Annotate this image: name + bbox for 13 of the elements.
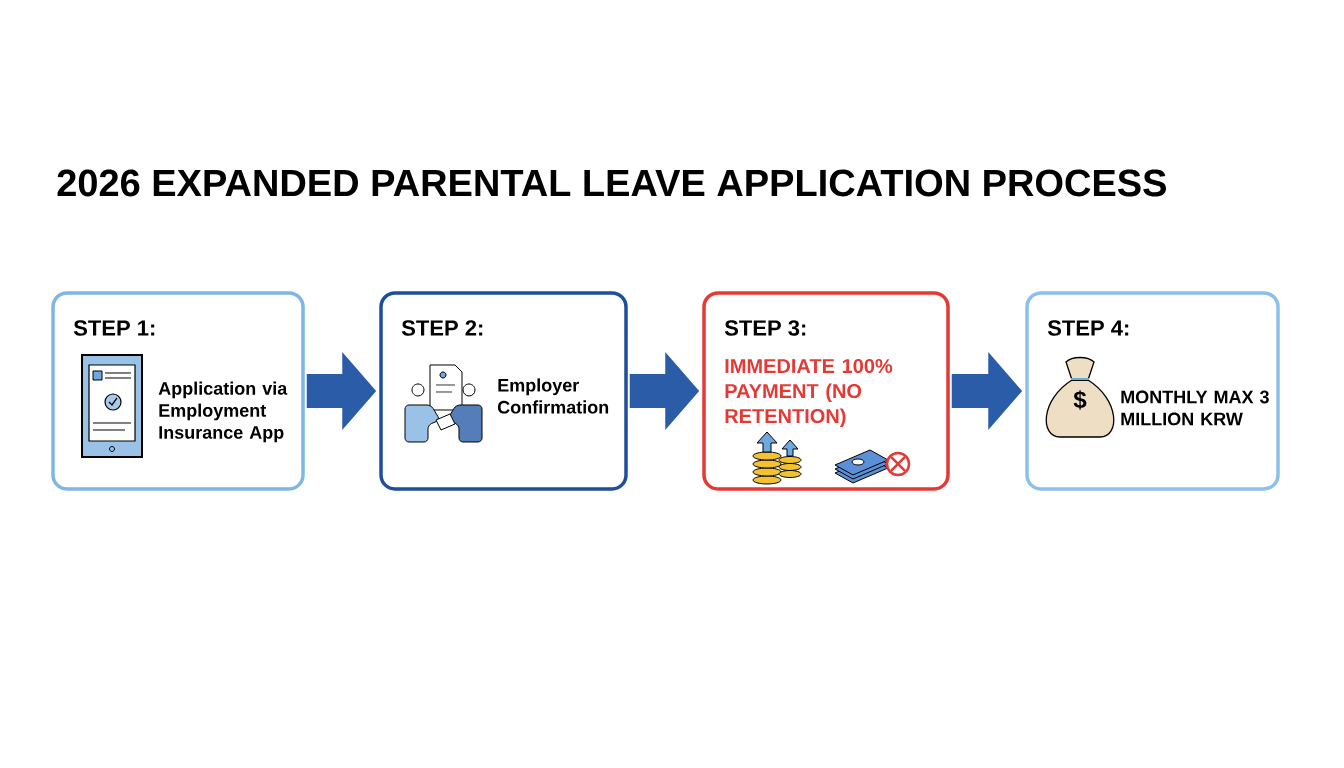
step-heading: STEP 3:: [724, 320, 806, 336]
step-box: [1025, 291, 1280, 491]
step-text: MONTHLY MAX 3 MILLION KRW: [1121, 390, 1269, 426]
step-box: [379, 291, 628, 491]
step-text: Application via Employment Insurance App: [158, 381, 288, 443]
step-heading: STEP 4:: [1047, 320, 1129, 336]
step-box: [702, 291, 950, 491]
title: 2026 EXPANDED PARENTAL LEAVE APPLICATION PROCESS: [57, 169, 1166, 197]
dollar-sign: $: [1073, 390, 1087, 410]
step-heading: STEP 1:: [73, 320, 155, 336]
step-text: IMMEDIATE 100% PAYMENT (NO RETENTION): [725, 358, 893, 428]
step-text: Employer Confirmation: [497, 378, 609, 414]
step-heading: STEP 2:: [401, 320, 483, 336]
